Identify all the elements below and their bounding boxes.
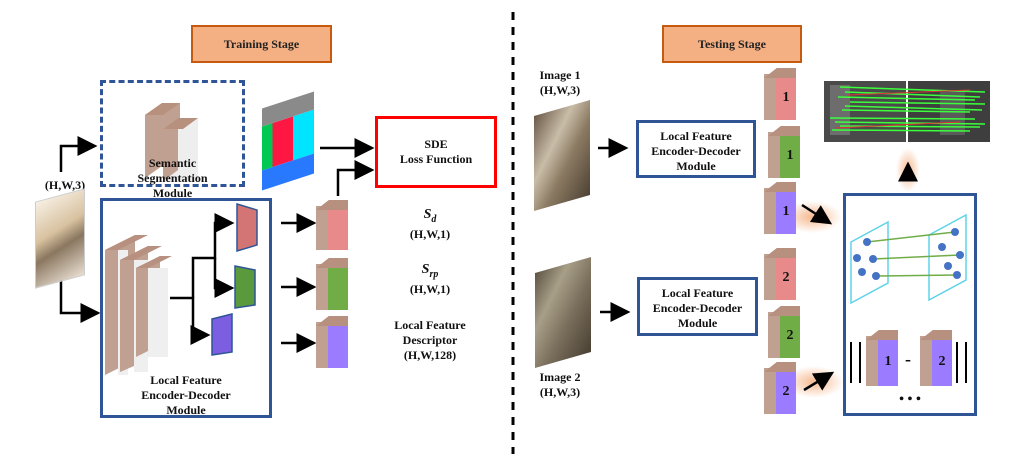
arrow-input-to-encoder	[59, 280, 101, 323]
srp-output-label: Srp (H,W,1)	[409, 262, 451, 296]
sde-loss-function-box: SDE Loss Function	[375, 116, 497, 188]
local-feature-encoder-decoder-module: Local Feature Encoder-Decoder Module	[100, 198, 272, 418]
image1-label: Image 1 (H,W,3)	[539, 68, 581, 97]
test-cube-sd-1: 1	[764, 68, 798, 120]
ellipsis: • • •	[899, 392, 921, 407]
test-cube-descriptor-2: 2	[764, 362, 798, 414]
arrow-sd-to-loss	[336, 160, 375, 196]
encoder-label-line: Encoder-Decoder	[141, 388, 231, 402]
semantic-network-icon	[145, 103, 198, 181]
semantic-segmentation-module: Semantic Segmentation Module	[100, 80, 245, 200]
input-shape-label: (H,W,3)	[44, 178, 86, 192]
training-stage-label: Training Stage	[191, 25, 332, 63]
descriptor-matching-box	[843, 193, 977, 416]
arrow-desc1-to-match	[801, 203, 833, 225]
loss-subtitle: Loss Function	[399, 152, 473, 166]
keypoint-match-illustration	[850, 213, 967, 383]
test-cube-sd-2: 2	[764, 248, 798, 300]
image2-label: Image 2 (H,W,3)	[539, 370, 581, 399]
decoder-head-srp	[234, 265, 256, 309]
training-input-image	[35, 188, 85, 289]
decoder-head-descriptor	[211, 313, 233, 356]
test-cube-descriptor-1: 1	[764, 182, 798, 234]
sd-output-label: Sd (H,W,1)	[409, 207, 451, 241]
output-cube-descriptor	[316, 316, 350, 368]
test-encoder-module-1: Local Feature Encoder-Decoder Module	[636, 120, 756, 178]
arrow-encoder-branch	[170, 296, 211, 345]
encoder-label-line: Module	[166, 403, 206, 417]
test-cube-srp-1: 1	[768, 126, 802, 178]
diff-cube-1: 1	[866, 330, 900, 386]
output-cube-srp	[316, 258, 350, 310]
segmentation-map-image	[262, 91, 314, 191]
test-encoder-module-2: Local Feature Encoder-Decoder Module	[637, 277, 758, 336]
encoder-network-icon	[105, 235, 172, 375]
arrow-desc2-to-match	[803, 371, 835, 392]
arrow-encoder-branch	[213, 258, 235, 298]
diff-cube-2: 2	[920, 330, 954, 386]
minus-operator: -	[905, 349, 911, 369]
arrow-input-to-semantic	[59, 136, 98, 172]
decoder-head-sd	[236, 202, 258, 253]
semantic-module-label: Semantic Segmentation Module	[137, 156, 208, 200]
test-image-1	[534, 99, 590, 212]
encoder-label-line: Local Feature	[150, 373, 222, 387]
test-image-2	[535, 256, 591, 369]
testing-stage-label: Testing Stage	[662, 25, 802, 63]
output-cube-sd	[316, 200, 350, 250]
matching-result-image	[824, 81, 990, 142]
descriptor-output-label: Local Feature Descriptor (H,W,128)	[394, 318, 466, 362]
loss-title: SDE	[424, 137, 448, 151]
test-cube-srp-2: 2	[768, 306, 802, 358]
